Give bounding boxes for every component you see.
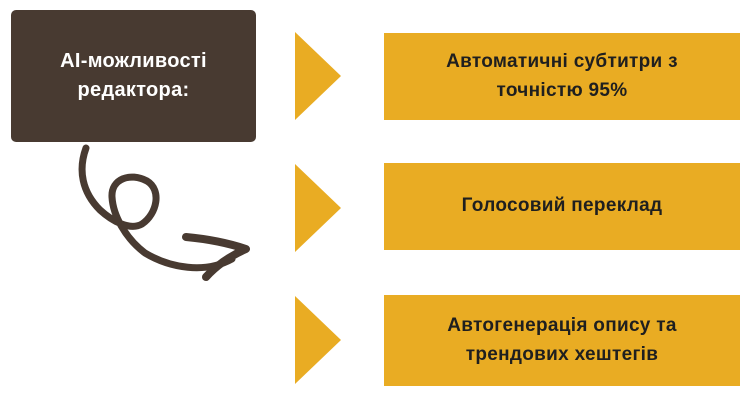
curly-arrow-icon <box>78 144 250 281</box>
feature-label: Голосовий переклад <box>461 195 663 217</box>
feature-box-subtitles: Автоматичні субтитри з точністю 95% <box>384 33 740 120</box>
header-label: AI-можливості редактора: <box>60 50 207 101</box>
feature-label: Автогенерація опису та трендових хештегі… <box>447 315 677 365</box>
feature-box-autogeneration: Автогенерація опису та трендових хештегі… <box>384 295 740 386</box>
triangle-right-icon <box>295 296 341 384</box>
header-box: AI-можливості редактора: <box>11 10 256 142</box>
feature-box-voice-translation: Голосовий переклад <box>384 163 740 250</box>
triangle-right-icon <box>295 32 341 120</box>
triangle-right-icon <box>295 164 341 252</box>
feature-label: Автоматичні субтитри з точністю 95% <box>446 51 678 101</box>
